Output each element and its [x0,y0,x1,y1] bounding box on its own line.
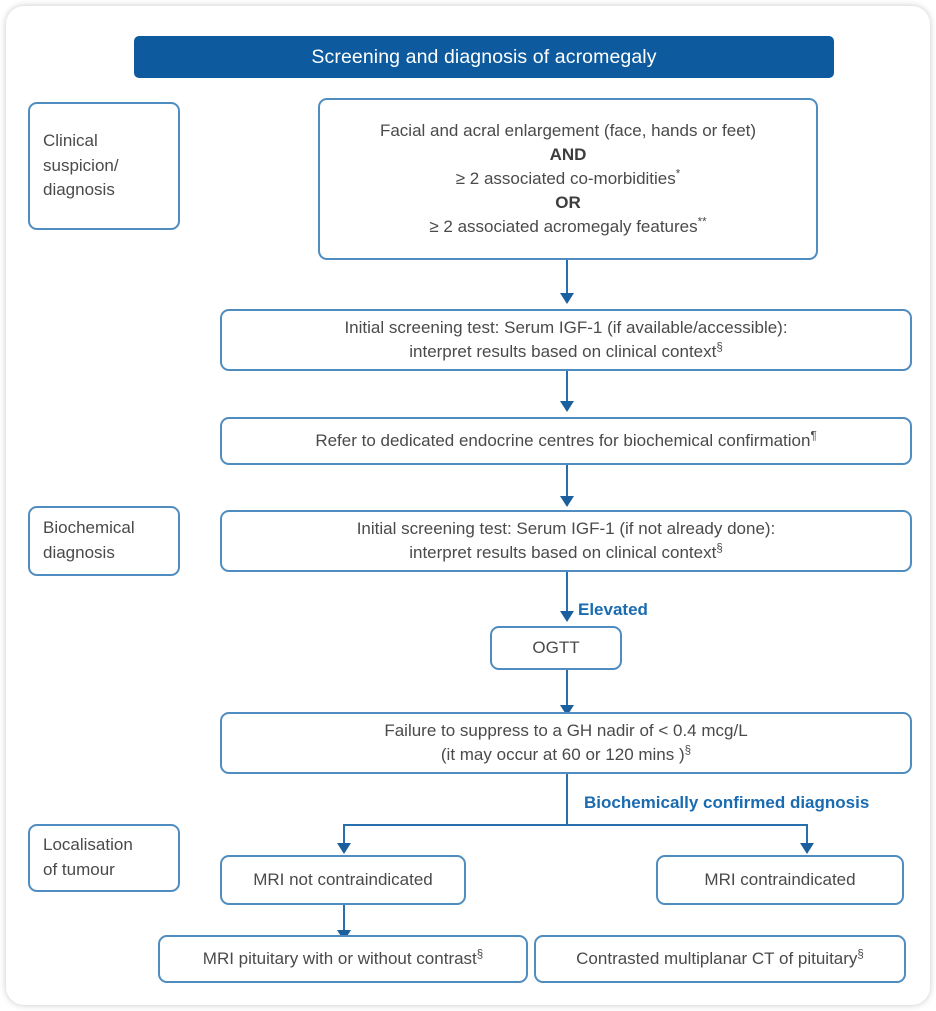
diagram-title-text: Screening and diagnosis of acromegaly [311,45,657,68]
connector-screening2-to-ogtt [566,572,568,618]
stage-line: diagnosis [43,180,115,200]
connector-ogtt-to-gh-nadir [566,670,568,712]
arrowhead-criteria-to-screening1 [560,293,574,304]
mri-contraindicated-label: MRI contraindicated [704,869,856,889]
node-mri-pituitary: MRI pituitary with or without contrast§ [158,935,528,983]
footnote-marker-pilcrow: ¶ [810,430,817,443]
stage-line: Biochemical [43,518,135,538]
node-gh-nadir-failure: Failure to suppress to a GH nadir of < 0… [220,712,912,774]
stage-line: Localisation [43,835,133,855]
screening1-line-2: interpret results based on clinical cont… [409,342,717,361]
connector-screening1-to-refer [566,371,568,408]
arrowhead-screening2-to-ogtt [560,611,574,622]
edge-label-elevated: Elevated [578,600,648,619]
footnote-marker-double-asterisk: ** [697,216,707,229]
connector-criteria-to-screening1 [566,260,568,300]
screening2-line-2: interpret results based on clinical cont… [409,543,717,562]
stage-label-clinical-suspicion: Clinical suspicion/ diagnosis [28,102,180,230]
gh-nadir-line-2: (it may occur at 60 or 120 mins ) [440,745,685,764]
ct-pituitary-label: Contrasted multiplanar CT of pituitary [576,948,858,968]
node-mri-not-contraindicated: MRI not contraindicated [220,855,466,905]
connector-mri-to-mri-pituitary [343,905,345,937]
stage-line: diagnosis [43,543,115,562]
footnote-marker-asterisk: * [675,168,681,181]
screening2-line-1: Initial screening test: Serum IGF-1 (if … [356,518,776,538]
flowchart-canvas: Screening and diagnosis of acromegaly Cl… [6,6,930,1005]
stage-label-biochemical-diagnosis: Biochemical diagnosis [28,506,180,576]
arrowhead-branch-left [337,843,351,854]
footnote-marker-section: § [684,744,692,757]
refer-line-1: Refer to dedicated endocrine centres for… [315,430,811,450]
mri-not-contraindicated-label: MRI not contraindicated [253,869,433,889]
node-mri-contraindicated: MRI contraindicated [656,855,904,905]
diagram-title-banner: Screening and diagnosis of acromegaly [134,36,834,78]
stage-label-localisation-of-tumour: Localisation of tumour [28,824,180,892]
ogtt-label: OGTT [532,637,580,657]
criteria-line-1: Facial and acral enlargement (face, hand… [379,120,757,140]
edge-label-biochemically-confirmed-diagnosis: Biochemically confirmed diagnosis [584,793,870,812]
connector-gh-nadir-down [566,774,568,826]
node-ogtt: OGTT [490,626,622,670]
screening1-line-1: Initial screening test: Serum IGF-1 (if … [344,317,788,337]
arrowhead-refer-to-screening2 [560,496,574,507]
stage-line: of tumour [43,860,115,879]
connector-refer-to-screening2 [566,465,568,503]
footnote-marker-section: § [476,948,484,961]
stage-line: Clinical [43,131,98,151]
arrowhead-ogtt-to-gh-nadir [560,705,574,716]
node-initial-screening-test-2: Initial screening test: Serum IGF-1 (if … [220,510,912,572]
arrowhead-branch-right [800,843,814,854]
node-ct-pituitary: Contrasted multiplanar CT of pituitary§ [534,935,906,983]
gh-nadir-line-1: Failure to suppress to a GH nadir of < 0… [384,720,748,740]
criteria-connector-or: OR [555,193,581,213]
node-clinical-criteria: Facial and acral enlargement (face, hand… [318,98,818,260]
diagram-card: Screening and diagnosis of acromegaly Cl… [6,6,930,1005]
arrowhead-screening1-to-refer [560,401,574,412]
stage-line: suspicion/ [43,155,119,175]
connector-branch-horizontal [343,824,808,826]
connector-branch-right-drop [806,824,808,850]
criteria-connector-and: AND [549,144,587,164]
criteria-line-5: ≥ 2 associated acromegaly features [429,217,698,237]
node-refer-endocrine-centres: Refer to dedicated endocrine centres for… [220,417,912,465]
mri-pituitary-label: MRI pituitary with or without contrast [202,948,477,968]
criteria-line-3: ≥ 2 associated co-morbidities [455,168,676,188]
footnote-marker-section: § [716,542,723,555]
footnote-marker-section: § [857,948,864,961]
connector-branch-left-drop [343,824,345,850]
node-initial-screening-test-1: Initial screening test: Serum IGF-1 (if … [220,309,912,371]
footnote-marker-section: § [716,341,723,354]
